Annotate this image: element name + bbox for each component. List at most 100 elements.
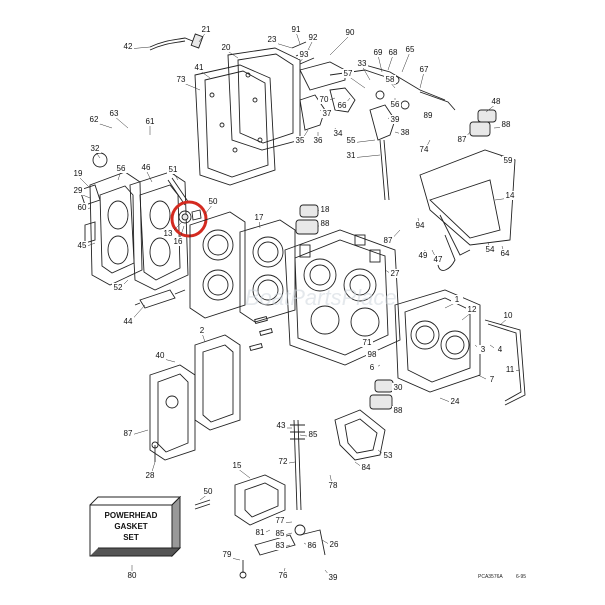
callout-background <box>202 487 214 496</box>
callout-label: 2 <box>200 326 205 335</box>
callout-label: 88 <box>502 120 511 129</box>
callout-background <box>88 115 100 124</box>
callout-label: 80 <box>128 571 137 580</box>
callout-background <box>361 338 373 347</box>
callout-background <box>384 75 396 84</box>
callout-background <box>266 35 278 44</box>
callout-label: 56 <box>391 100 400 109</box>
callout-label: 38 <box>401 128 410 137</box>
callout-background <box>144 117 156 126</box>
callout-label: 45 <box>78 241 87 250</box>
callout-background <box>193 63 205 72</box>
callout-background <box>140 163 152 172</box>
callout-label: 36 <box>314 136 323 145</box>
callout-label: 30 <box>394 383 403 392</box>
callout-background <box>499 249 511 258</box>
callout-label: 6 <box>370 363 375 372</box>
callout-leader <box>377 54 383 73</box>
callout-label: 52 <box>114 283 123 292</box>
callout-label: 37 <box>323 109 332 118</box>
callout-label: 39 <box>329 573 338 582</box>
callout-background <box>345 136 357 145</box>
callout-background <box>389 115 401 124</box>
callout-background <box>76 241 88 250</box>
exhaust-cover-assembly <box>194 47 301 186</box>
callout-label: 70 <box>320 95 329 104</box>
motor-mount-lower <box>369 379 394 410</box>
callout-label: 35 <box>296 136 305 145</box>
callout-label: 24 <box>451 397 460 406</box>
callout-label: 50 <box>209 197 218 206</box>
callout-background <box>231 461 243 470</box>
callout-label: 51 <box>169 165 178 174</box>
callout-label: 56 <box>117 164 126 173</box>
callout-label: 14 <box>506 191 515 200</box>
spark-plug-27 <box>134 289 186 309</box>
callout-label: 12 <box>468 305 477 314</box>
callout-label: 43 <box>277 421 286 430</box>
callout-label: 87 <box>384 236 393 245</box>
callout-label: 78 <box>329 481 338 490</box>
callout-label: 53 <box>384 451 393 460</box>
callout-label: 63 <box>110 109 119 118</box>
callout-background <box>399 128 411 137</box>
callout-background <box>122 317 134 326</box>
callout-background <box>389 100 401 109</box>
bolt-19 <box>167 179 186 206</box>
callout-leader <box>387 54 394 71</box>
callout-background <box>417 251 429 260</box>
callout-background <box>253 213 265 222</box>
callout-background <box>306 541 318 550</box>
callout-background <box>502 156 514 165</box>
callout-background <box>72 169 84 178</box>
callout-background <box>504 365 516 374</box>
callout-background <box>392 406 404 415</box>
figure-code: PCA3576A <box>478 574 503 580</box>
callout-label: 23 <box>268 35 277 44</box>
callout-background <box>356 59 368 68</box>
hose-42 <box>149 37 196 48</box>
callout-label: 57 <box>344 69 353 78</box>
callout-background <box>307 33 319 42</box>
callout-label: 48 <box>492 97 501 106</box>
callout-background <box>312 136 324 145</box>
callout-label: 26 <box>330 540 339 549</box>
callout-label: 84 <box>362 463 371 472</box>
callout-label: 21 <box>202 25 211 34</box>
callout-label: 60 <box>78 203 87 212</box>
callout-background <box>207 197 219 206</box>
callout-background <box>449 397 461 406</box>
callout-background <box>344 28 356 37</box>
callout-label: 49 <box>419 251 428 260</box>
callout-background <box>319 219 331 228</box>
callout-background <box>112 283 124 292</box>
callout-background <box>366 363 378 372</box>
callout-label: 54 <box>486 245 495 254</box>
callout-label: 44 <box>124 317 133 326</box>
screws-81-76 <box>194 499 247 579</box>
callout-background <box>451 295 463 304</box>
callout-background <box>494 345 506 354</box>
callout-leader <box>401 51 411 73</box>
callout-background <box>175 75 187 84</box>
callout-label: 93 <box>300 50 309 59</box>
callout-label: 72 <box>279 457 288 466</box>
callout-background <box>418 65 430 74</box>
callout-label: 83 <box>276 541 285 550</box>
callout-label: 4 <box>498 345 503 354</box>
callout-background <box>418 145 430 154</box>
callout-background <box>298 50 310 59</box>
callout-label: 58 <box>386 75 395 84</box>
callout-background <box>387 48 399 57</box>
callout-background <box>274 529 286 538</box>
callout-label: 19 <box>74 169 83 178</box>
callout-background <box>76 203 88 212</box>
lever-28 <box>334 409 386 461</box>
crankcase-half <box>394 289 481 393</box>
callout-background <box>327 573 339 582</box>
callout-background <box>154 351 166 360</box>
callout-label: 11 <box>506 365 515 374</box>
callout-background <box>500 120 512 129</box>
callout-background <box>290 25 302 34</box>
